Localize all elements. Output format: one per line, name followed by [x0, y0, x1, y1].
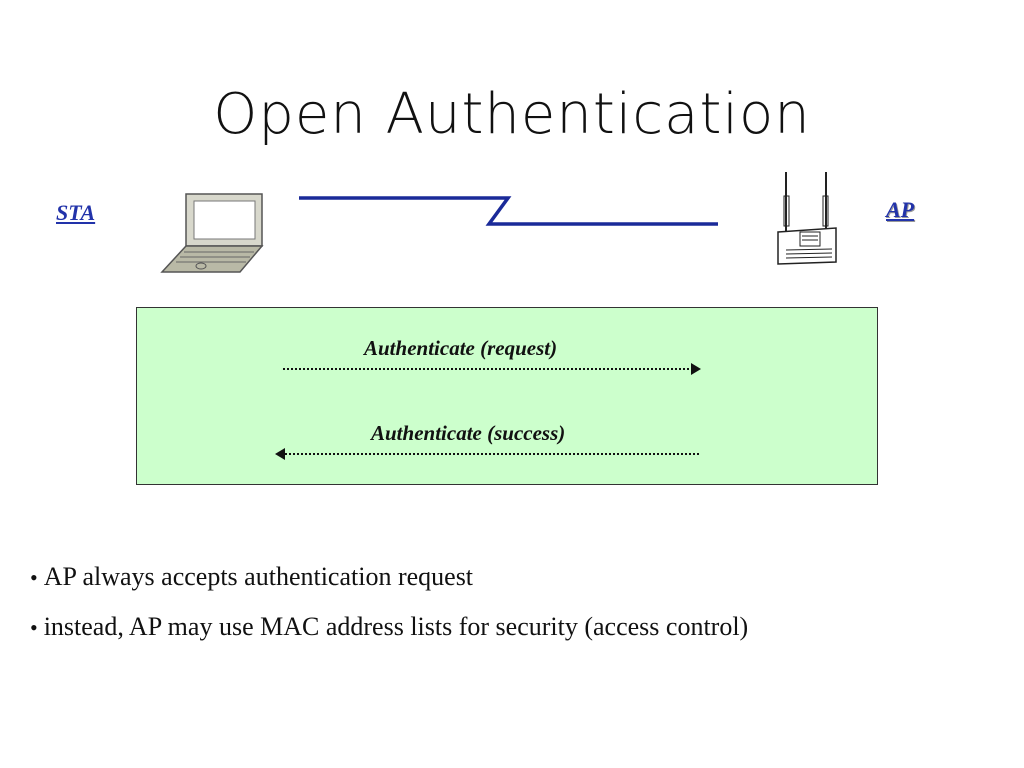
message-exchange-box: Authenticate (request) Authenticate (suc…	[136, 307, 878, 485]
bullet-item: •instead, AP may use MAC address lists f…	[30, 612, 748, 642]
access-point-icon	[777, 172, 837, 265]
request-arrow	[283, 363, 701, 375]
bullet-dot-icon: •	[30, 615, 38, 640]
ap-label[interactable]: AP	[886, 197, 915, 222]
bullet-list: •AP always accepts authentication reques…	[30, 562, 748, 662]
success-arrow	[275, 448, 699, 460]
bullet-text: AP always accepts authentication request	[43, 562, 474, 591]
topology-graphic	[160, 172, 837, 273]
bullet-item: •AP always accepts authentication reques…	[30, 562, 748, 592]
slide-title: Open Authentication	[213, 82, 811, 147]
laptop-icon	[160, 193, 264, 273]
bullet-text: instead, AP may use MAC address lists fo…	[43, 612, 749, 641]
authenticate-success-label: Authenticate (success)	[371, 421, 566, 445]
wireless-link-icon	[299, 196, 718, 226]
authenticate-request-label: Authenticate (request)	[364, 336, 558, 360]
message-arrows	[275, 363, 701, 460]
sta-label[interactable]: STA	[56, 200, 96, 225]
bullet-dot-icon: •	[30, 565, 38, 590]
